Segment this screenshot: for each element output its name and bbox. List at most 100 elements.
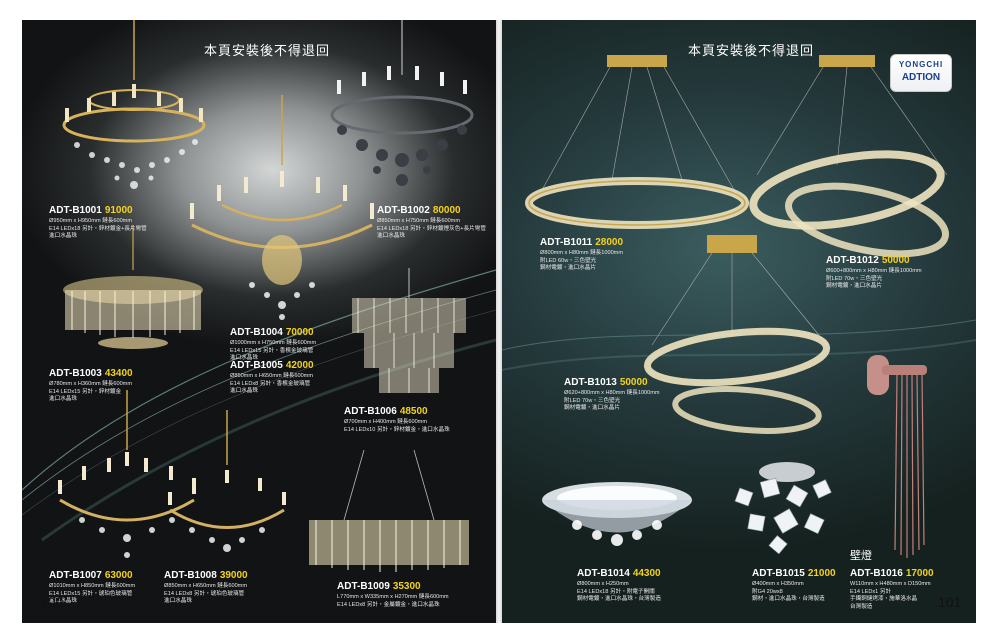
ring-light-b1013-image [643,235,831,434]
product-code: ADT-B1005 [230,360,283,371]
product-price: 48500 [399,406,428,417]
product-spec-line: E14 LEDx15 另計・鋅材鍍金 [49,388,122,395]
product-spec-line: E14 LEDx8 另計・琥珀色玻璃管 [164,590,245,597]
product-spec-line: 附G4 20wx8 [752,588,783,595]
product-spec-line: E14 LEDx8 另計・金屬鍍金・進口水晶珠 [337,601,440,608]
product-price: 44300 [632,568,661,579]
product-spec-line: 進口水晶珠 [377,233,405,239]
product-code: ADT-B1011 [540,237,593,248]
product-spec-line: Ø800mm x H250mm [577,581,629,587]
product-spec-line: 進口水晶珠 [164,598,192,604]
product-spec-line: Ø780mm x H360mm 鏈長600mm [49,381,132,387]
product-code: ADT-B1001 [49,205,102,216]
product-spec-line: E14 LEDx18 另計・鋅材鍍金+長片彎管 [49,225,147,232]
product-spec-line: Ø1000mm x H750mm 鏈長600mm [230,340,317,346]
product-spec-line: E14 LEDx15 另計・琥珀色玻璃管 [49,590,133,597]
product-code: ADT-B1008 [164,570,217,581]
product-spec-line: Ø850mm x H750mm 鏈長600mm [377,218,460,224]
product-spec-line: 鋼材電鍍・進口水晶珠・台灣製造 [577,596,661,602]
product-spec-line: 台灣製造 [850,603,873,610]
product-code: ADT-B1007 [49,570,102,581]
product-spec-line: 鋼材・進口水晶珠・台灣製造 [752,596,825,602]
product-spec-line: 鋼材電鍍・進口水晶片 [564,405,620,411]
product-price: 39000 [219,570,248,581]
wall-lamp-label: 壁燈 [850,550,872,562]
product-code: ADT-B1006 [344,406,397,417]
page-number: 101 [938,594,962,610]
product-spec-line: Ø850mm x H650mm 鏈長600mm [164,583,247,589]
product-spec-line: E14 LEDx18 另計・鋅材鍍煙灰色+長片彎管 [377,225,486,232]
product-spec-line: Ø1010mm x H850mm 鏈長600mm [49,583,136,589]
product-spec-line: Ø620+800mm x H80mm 鏈長1000mm [564,390,660,396]
product-spec-line: 鋼材電鍍・進口水晶片 [540,265,596,271]
ceiling-light-b1015-image [734,462,832,555]
product-spec-line: 進口水晶珠 [230,355,258,361]
product-spec-line: Ø600+800mm x H80mm 鏈長1000mm [826,268,922,274]
product-spec-line: 手鐲銅鏈烤漆・施華洛水晶 [850,596,918,602]
no-return-notice: 本頁安裝後不得退回 [204,43,331,58]
product-spec-line: L770mm x W335mm x H270mm 鏈長600mm [337,594,449,600]
brand-logo: YONGCHI ADTION [890,54,952,92]
product-spec-line: 進口水晶珠 [49,233,77,239]
catalog-page-right: 本頁安裝後不得退回 YONGCHI ADTION [502,20,976,623]
product-spec-line: E14 LEDx15 另計・香檳金玻璃管 [230,347,314,354]
product-spec-line: W110mm x H480mm x D150mm [850,581,931,587]
chandelier-b1008-image [168,410,286,552]
ceiling-light-b1014-image [542,482,692,546]
chandelier-b1001-image [62,20,206,189]
product-code: ADT-B1015 [752,568,805,579]
product-price: 80000 [432,205,461,216]
ring-light-b1012-image [749,55,950,258]
brand-logo-line2: ADTION [901,72,941,83]
product-code: ADT-B1002 [377,205,430,216]
product-price: 70000 [285,327,314,338]
product-spec-line: 附LED 70w・三色壁光 [826,275,883,282]
page-number: 100 [40,594,64,610]
product-spec-line: 進口水晶珠 [49,598,77,604]
product-spec-line: Ø400mm x H350mm [752,581,804,587]
product-price: 63000 [104,570,133,581]
chandelier-b1004-image [190,95,374,320]
product-code: ADT-B1014 [577,568,630,579]
product-spec-line: Ø800mm x H80mm 鏈長1000mm [540,250,623,256]
no-return-notice: 本頁安裝後不得退回 [688,43,815,58]
product-spec-line: E14 LEDx10 另計・鋅材鍍金・進口水晶珠 [344,426,450,433]
wall-lamp-b1016-image [867,355,927,558]
brand-logo-line1: YONGCHI [898,60,944,69]
product-spec-line: Ø700mm x H400mm 鏈長600mm [344,419,427,425]
product-price: 35300 [392,581,421,592]
product-code: ADT-B1012 [826,255,879,266]
book-gutter [496,20,502,623]
product-spec-line: Ø950mm x H950mm 鏈長600mm [49,218,132,224]
product-price: 43400 [104,368,133,379]
product-spec-line: 進口水晶珠 [49,396,77,402]
product-price: 17000 [905,568,934,579]
product-price: 91000 [104,205,133,216]
chandelier-b1006-image [352,268,466,393]
ring-light-b1011-image [525,55,749,229]
product-spec-line: 附LED 60w・三色壁光 [540,257,597,264]
product-spec-line: 進口水晶珠 [230,388,258,394]
product-price: 42000 [285,360,314,371]
product-price: 28000 [595,237,624,248]
product-price: 50000 [881,255,910,266]
product-spec-line: E14 LEDx1 另計 [850,588,892,595]
product-price: 21000 [807,568,836,579]
catalog-page-left: 本頁安裝後不得退回 [22,20,496,623]
product-code: ADT-B1016 [850,568,903,579]
chandelier-b1002-image [330,20,474,186]
product-code: ADT-B1004 [230,327,283,338]
